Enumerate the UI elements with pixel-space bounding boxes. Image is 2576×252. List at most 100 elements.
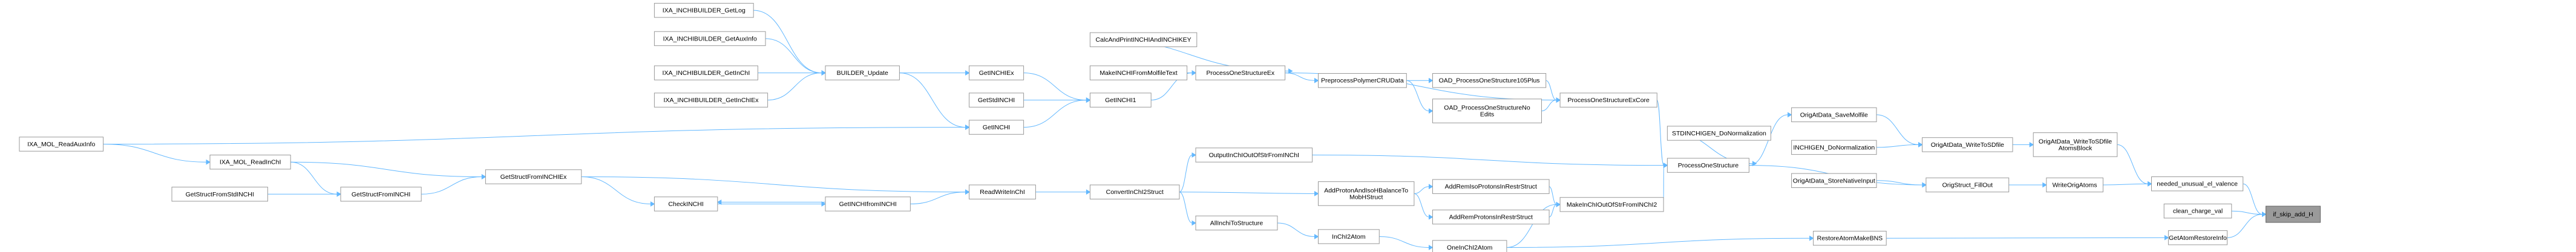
graph-node[interactable]: OrigAtData_StoreNativeInput [1791, 173, 1877, 189]
graph-node[interactable]: GetINCHI1 [1089, 92, 1152, 108]
edge-arrowhead [2042, 182, 2047, 188]
graph-node[interactable]: PreprocessPolymerCRUData [1318, 73, 1407, 88]
node-label: if_skip_add_H [2273, 211, 2313, 218]
graph-node[interactable]: GetINCHI [969, 120, 1024, 135]
node-label: GetINCHI1 [1105, 97, 1136, 104]
graph-node[interactable]: OutputInChIOutOfStrFromINChI [1195, 147, 1313, 163]
node-label: AllInchiToStructure [1210, 220, 1263, 227]
node-label: GetINCHI [983, 124, 1011, 131]
node-box [1195, 147, 1313, 163]
graph-node[interactable]: clean_charge_val [2163, 204, 2232, 219]
graph-node[interactable]: AllInchiToStructure [1195, 215, 1278, 231]
edge-arrowhead [965, 70, 970, 76]
graph-node[interactable]: OneInChI2Atom [1432, 240, 1507, 252]
graph-node[interactable]: OAD_ProcessOneStructure105Plus [1432, 73, 1547, 88]
node-box [1089, 92, 1152, 108]
graph-node[interactable]: InChI2Atom [1318, 229, 1380, 244]
graph-node[interactable]: GetStdINCHI [969, 92, 1024, 108]
graph-node[interactable]: OrigStruct_FillOut [1925, 177, 2010, 193]
graph-node[interactable]: RestoreAtomMakeBNS [1813, 231, 1887, 246]
edge-arrowhead [965, 124, 970, 130]
node-box [1432, 240, 1507, 252]
graph-node[interactable]: GetStructFromStdINCHI [171, 187, 268, 202]
graph-node[interactable]: GetStructFromINCHIEx [485, 169, 582, 184]
graph-edge [2227, 214, 2263, 238]
edge-arrowhead [1191, 220, 1196, 226]
graph-node[interactable]: GetStructFromINCHI [340, 187, 422, 202]
edge-arrowhead [965, 189, 970, 195]
graph-node[interactable]: CheckINCHI [654, 196, 718, 212]
graph-node[interactable]: GetAtomRestoreInfo [2168, 230, 2228, 245]
node-label: MakeInChIOutOfStrFromINChI2 [1567, 201, 1657, 208]
graph-node[interactable]: ReadWriteInChI [969, 184, 1036, 199]
node-label: GetStructFromStdINCHI [186, 191, 254, 198]
graph-node[interactable]: ProcessOneStructure [1667, 158, 1749, 173]
node-label: ProcessOneStructureExCore [1568, 97, 1650, 104]
edge-arrowhead [1918, 142, 1923, 147]
node-label: ProcessOneStructureEx [1206, 69, 1274, 77]
node-label: MakeINCHIFromMolfileText [1100, 69, 1177, 77]
graph-node[interactable]: OrigAtData_WriteToSDfile [1922, 137, 2013, 152]
node-box [19, 137, 104, 152]
graph-node[interactable]: IXA_INCHIBUILDER_GetInChI [654, 65, 758, 80]
node-box [1922, 137, 2013, 152]
node-label: AddRemProtonsInRestrStruct [1449, 214, 1533, 221]
edge-arrowhead [336, 191, 341, 197]
node-box [825, 65, 900, 80]
graph-node[interactable]: AddRemIsoProtonsInRestrStruct [1432, 179, 1550, 194]
graph-edge [1545, 80, 1557, 101]
edge-arrowhead [206, 159, 211, 165]
edge-arrowhead [1752, 161, 1757, 166]
node-box [1089, 32, 1198, 47]
graph-node[interactable]: needed_unusual_el_valence [2151, 176, 2244, 192]
graph-node[interactable]: BUILDER_Update [825, 65, 900, 80]
graph-edge [1656, 100, 1664, 166]
graph-node[interactable]: ConvertInChI2Struct [1089, 184, 1180, 199]
node-label: CheckINCHI [668, 201, 703, 208]
edge-arrowhead [1191, 152, 1196, 158]
node-label: ReadWriteInChI [980, 189, 1025, 196]
graph-node[interactable]: OrigAtData_SaveMolfile [1791, 107, 1877, 123]
graph-node[interactable]: ProcessOneStructureExCore [1559, 92, 1657, 108]
graph-edge [1886, 237, 2165, 239]
graph-node[interactable]: IXA_INCHIBUILDER_GetInChIEx [654, 92, 769, 108]
graph-node[interactable]: WriteOrigAtoms [2046, 177, 2103, 193]
graph-node[interactable]: MakeInChIOutOfStrFromINChI2 [1559, 197, 1664, 212]
graph-node[interactable]: GetINCHIEx [969, 65, 1024, 80]
node-label: MobHStruct [1349, 193, 1383, 201]
node-box [1925, 177, 2010, 193]
node-box [1791, 173, 1877, 189]
node-box [2163, 204, 2232, 219]
graph-edge [1179, 192, 1315, 194]
graph-node[interactable]: if_skip_add_H [2266, 205, 2321, 223]
graph-node[interactable]: ProcessOneStructureEx [1195, 65, 1286, 80]
graph-node[interactable]: IXA_INCHIBUILDER_GetAuxInfo [654, 31, 766, 47]
graph-node[interactable]: IXA_INCHIBUILDER_GetLog [654, 2, 754, 18]
graph-node[interactable]: IXA_MOL_ReadAuxInfo [19, 137, 104, 152]
node-label: ConvertInChI2Struct [1106, 189, 1164, 196]
graph-node[interactable]: GetINCHIfromINCHI [825, 196, 911, 212]
node-box [2151, 176, 2244, 192]
graph-edge [1414, 193, 1429, 218]
graph-node[interactable]: CalcAndPrintINCHIAndINCHIKEY [1089, 32, 1198, 47]
node-label: IXA_INCHIBUILDER_GetAuxInfo [663, 35, 757, 42]
node-label: PreprocessPolymerCRUData [1321, 77, 1404, 85]
node-box [969, 120, 1024, 135]
graph-node[interactable]: MakeINCHIFromMolfileText [1089, 65, 1188, 80]
node-box [654, 31, 766, 47]
edge-arrowhead [481, 174, 487, 179]
graph-edge [1023, 73, 1087, 101]
graph-edge [765, 38, 822, 74]
node-label: OrigStruct_FillOut [1942, 182, 1993, 189]
node-box [485, 169, 582, 184]
node-box [1432, 209, 1550, 225]
graph-node[interactable]: STDINCHIGEN_DoNormalization [1667, 126, 1771, 141]
graph-node[interactable]: IXA_MOL_ReadInChI [209, 155, 291, 170]
edge-arrowhead [1314, 191, 1319, 196]
graph-node[interactable]: INCHIGEN_DoNormalization [1791, 140, 1877, 155]
graph-edge [1179, 155, 1193, 193]
graph-node[interactable]: AddRemProtonsInRestrStruct [1432, 209, 1550, 225]
